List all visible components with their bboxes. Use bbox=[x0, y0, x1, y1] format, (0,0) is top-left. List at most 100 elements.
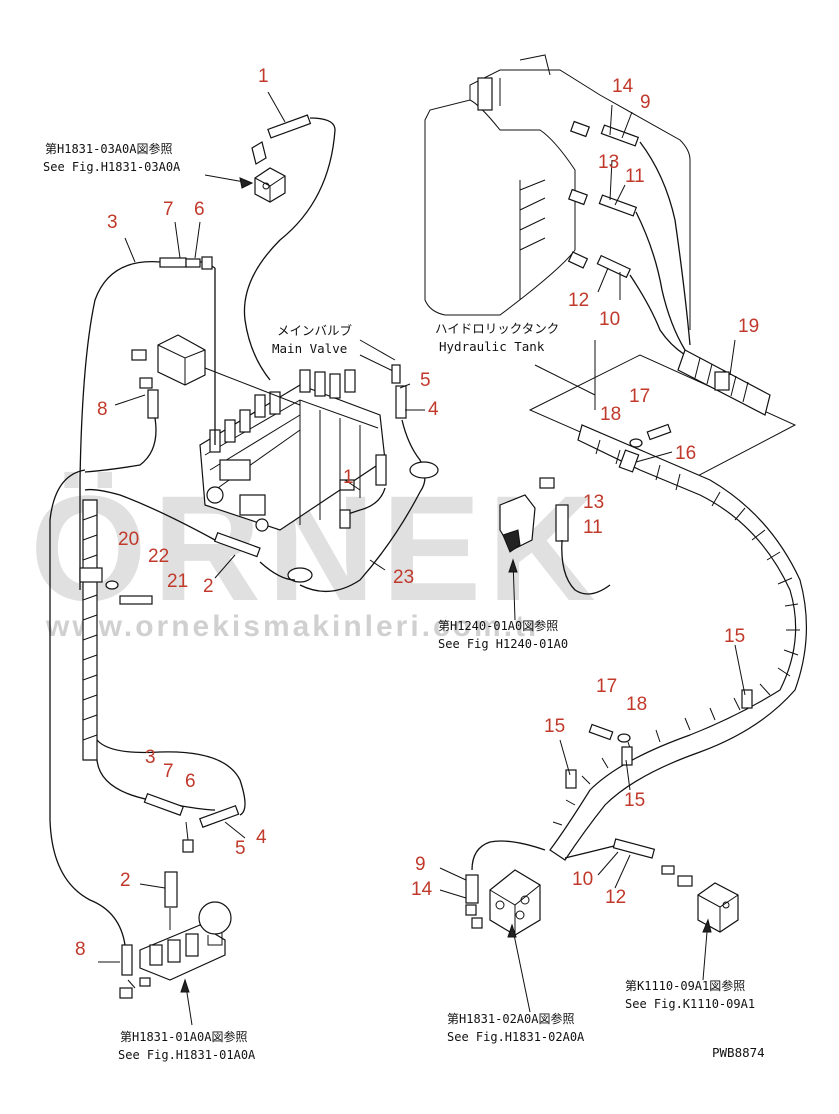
callout: 7 bbox=[163, 199, 174, 220]
callout: 4 bbox=[256, 827, 267, 848]
hose-5-4-right bbox=[287, 354, 439, 593]
callouts: 1 3 7 6 14 9 13 11 12 10 19 5 4 8 17 18 … bbox=[75, 66, 759, 960]
main-valve bbox=[199, 369, 386, 532]
ref-bottom-center-jp: 第H1831-02A0A図参照 bbox=[447, 1011, 574, 1026]
fitting-14-9 bbox=[570, 120, 590, 138]
callout: 10 bbox=[599, 309, 620, 330]
main-valve-label-en: Main Valve bbox=[272, 341, 347, 356]
ref-bottom-right-en: See Fig.K1110-09A1 bbox=[625, 997, 755, 1011]
tank-label-jp: ハイドロリックタンク bbox=[435, 321, 559, 336]
fitting-12-10 bbox=[567, 251, 589, 269]
clamp-20 bbox=[79, 567, 103, 583]
callout: 19 bbox=[738, 316, 759, 337]
callout: 15 bbox=[544, 716, 565, 737]
hose-8 bbox=[84, 389, 159, 473]
callout: 6 bbox=[185, 771, 196, 792]
arrowheads bbox=[180, 177, 712, 993]
clamp-15-b bbox=[565, 769, 577, 789]
callout: 14 bbox=[411, 879, 433, 900]
ref-center-en: See Fig H1240-01A0 bbox=[438, 637, 568, 651]
callout: 15 bbox=[624, 790, 645, 811]
hose-1-right bbox=[339, 454, 387, 529]
callout: 8 bbox=[75, 939, 86, 960]
ref-top-left-en: See Fig.H1831-03A0A bbox=[43, 160, 181, 174]
ref-bottom-left-jp: 第H1831-01A0A図参照 bbox=[120, 1029, 247, 1044]
pilot-block-top bbox=[131, 334, 301, 406]
callout: 5 bbox=[420, 370, 431, 391]
valve-block-bottom-center bbox=[489, 869, 541, 936]
callout: 12 bbox=[605, 887, 626, 908]
callout: 1 bbox=[258, 66, 269, 87]
main-valve-label-jp: メインバルブ bbox=[277, 323, 353, 338]
ref-bottom-right-jp: 第K1110-09A1図参照 bbox=[625, 978, 745, 993]
valve-block-bottom-right bbox=[697, 882, 739, 933]
hose-end-9 bbox=[600, 124, 640, 147]
callout: 20 bbox=[118, 529, 139, 550]
callout: 2 bbox=[120, 870, 131, 891]
spiral-sleeve-left bbox=[79, 499, 153, 761]
callout: 17 bbox=[596, 676, 617, 697]
tank-fittings bbox=[567, 120, 691, 356]
ref-center-jp: 第H1240-01A0図参照 bbox=[438, 618, 558, 633]
pilot-valve-lower-left bbox=[119, 871, 232, 999]
callout: 8 bbox=[97, 399, 108, 420]
watermark-url: www.ornekismakinleri.com.tr bbox=[45, 610, 543, 643]
callout: 5 bbox=[235, 838, 246, 859]
tank-label-en: Hydraulic Tank bbox=[439, 339, 545, 354]
ref-bottom-center-en: See Fig.H1831-02A0A bbox=[447, 1030, 585, 1044]
callout: 13 bbox=[583, 492, 604, 513]
leader-lines bbox=[98, 91, 746, 1026]
callout: 22 bbox=[148, 546, 169, 567]
callout: 15 bbox=[724, 626, 745, 647]
callout: 23 bbox=[393, 567, 414, 588]
callout: 9 bbox=[415, 854, 426, 875]
callout: 16 bbox=[675, 443, 696, 464]
bolt-17-bottom bbox=[588, 723, 631, 743]
bolt-17-top bbox=[629, 423, 672, 448]
hose-1-top bbox=[243, 117, 336, 381]
hose-10-lower bbox=[465, 838, 693, 929]
drawing-code: PWB8874 bbox=[712, 1045, 765, 1060]
hose-3-left bbox=[79, 256, 216, 590]
callout: 9 bbox=[640, 92, 651, 113]
callout: 18 bbox=[626, 694, 647, 715]
callout: 2 bbox=[203, 576, 214, 597]
callout: 6 bbox=[194, 199, 205, 220]
callout: 17 bbox=[629, 386, 650, 407]
hose-end-11 bbox=[598, 194, 638, 217]
ref-bottom-left-en: See Fig.H1831-01A0A bbox=[118, 1048, 256, 1062]
callout: 3 bbox=[107, 212, 118, 233]
callout: 4 bbox=[428, 399, 439, 420]
callout: 7 bbox=[163, 761, 174, 782]
callout: 13 bbox=[598, 152, 619, 173]
labels: 第H1831-03A0A図参照 See Fig.H1831-03A0A メインバ… bbox=[43, 141, 765, 1062]
tank-pipe-stub bbox=[477, 77, 493, 111]
clamp-16 bbox=[618, 449, 640, 473]
clamp-15-a bbox=[741, 689, 753, 709]
callout: 21 bbox=[167, 571, 188, 592]
callout: 14 bbox=[612, 76, 634, 97]
fitting-13-11 bbox=[568, 188, 588, 206]
hose-3-lower bbox=[96, 739, 246, 853]
callout: 11 bbox=[583, 517, 603, 538]
clamp-15-c bbox=[621, 746, 633, 766]
ref-top-left-jp: 第H1831-03A0A図参照 bbox=[45, 141, 172, 156]
callout: 3 bbox=[145, 747, 156, 768]
hydraulic-tank bbox=[424, 54, 691, 330]
callout: 10 bbox=[572, 869, 593, 890]
callout: 12 bbox=[568, 290, 589, 311]
callout: 11 bbox=[625, 166, 645, 187]
clamp-23-lower bbox=[287, 567, 313, 583]
block-top-left bbox=[251, 114, 312, 203]
callout: 18 bbox=[600, 404, 621, 425]
hose-end-10 bbox=[596, 254, 631, 279]
callout: 1 bbox=[343, 467, 354, 488]
solenoid-component bbox=[499, 477, 611, 595]
washer-22 bbox=[105, 580, 119, 590]
spiral-hose-15 bbox=[549, 424, 808, 861]
clamp-23-upper bbox=[409, 461, 439, 479]
bolt-21 bbox=[119, 595, 153, 605]
sleeve-19 bbox=[677, 349, 771, 416]
hose-2-mid bbox=[84, 488, 296, 581]
